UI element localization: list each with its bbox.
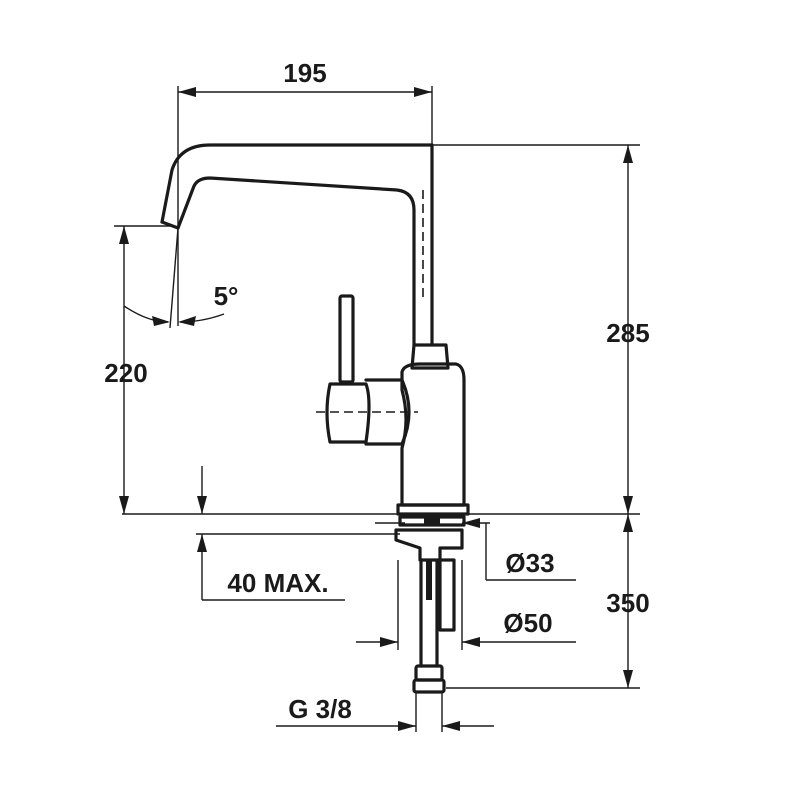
fixing-nut bbox=[424, 513, 440, 525]
spout-outer bbox=[160, 143, 434, 347]
threaded-rod bbox=[438, 558, 456, 632]
handle-stem bbox=[338, 294, 355, 384]
main-body bbox=[400, 362, 466, 507]
hose-sleeve bbox=[426, 560, 432, 600]
spout-inner bbox=[176, 176, 416, 347]
faucet-outline bbox=[160, 143, 470, 516]
dim-label-195: 195 bbox=[283, 58, 326, 88]
dim-label-350: 350 bbox=[606, 588, 649, 618]
dim-total-height: 285 bbox=[432, 144, 650, 514]
dim-spout-reach: 195 bbox=[177, 58, 433, 226]
dim-label-o33: Ø33 bbox=[505, 548, 554, 578]
dim-spout-height: 220 bbox=[104, 225, 170, 514]
dim-label-285: 285 bbox=[606, 318, 649, 348]
dim-label-5deg: 5° bbox=[214, 281, 239, 311]
dim-label-g38: G 3/8 bbox=[288, 694, 352, 724]
fixing-bracket bbox=[394, 528, 464, 562]
dim-label-40max: 40 MAX. bbox=[227, 568, 328, 598]
dim-hole-diameter: Ø33 bbox=[462, 518, 576, 581]
dim-connection-thread: G 3/8 bbox=[276, 694, 494, 731]
hose-connector-nut bbox=[412, 678, 446, 694]
spout-tip bbox=[160, 220, 180, 230]
dim-below-deck-length: 350 bbox=[446, 514, 650, 689]
mounting-assembly bbox=[394, 513, 466, 732]
dim-base-diameter: Ø50 bbox=[356, 560, 576, 650]
dim-label-o50: Ø50 bbox=[503, 608, 552, 638]
collar-ring bbox=[410, 343, 450, 370]
dim-spout-angle: 5° bbox=[123, 227, 239, 329]
handle-hub bbox=[325, 382, 371, 444]
base-plate bbox=[396, 503, 470, 516]
dim-label-220: 220 bbox=[104, 358, 147, 388]
hose-connector bbox=[414, 664, 444, 682]
dim-deck-thickness: 40 MAX. bbox=[196, 466, 405, 601]
